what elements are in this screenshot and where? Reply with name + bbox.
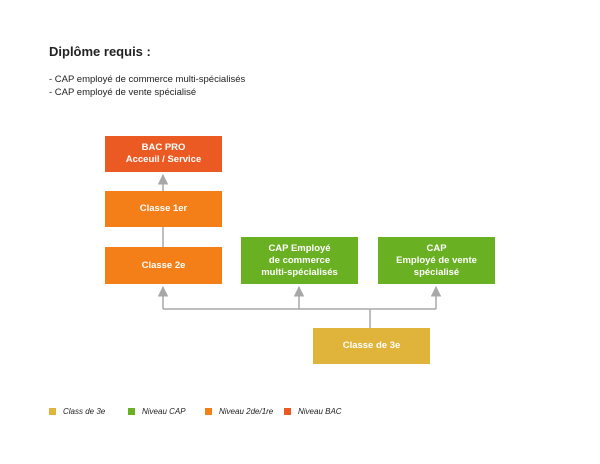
legend-swatch-bac <box>284 407 291 415</box>
legend-item-cap: Niveau CAP <box>128 406 186 416</box>
legend-label-3e: Class de 3e <box>63 406 106 416</box>
legend-item-2de-1re: Niveau 2de/1re <box>205 406 273 416</box>
page-title: Diplôme requis : <box>49 44 151 59</box>
node-cap-employe-vente: CAP Employé de vente spécialisé <box>378 237 495 284</box>
legend-label-2de-1re: Niveau 2de/1re <box>219 406 274 416</box>
requirement-item-cap-commerce: - CAP employé de commerce multi-spéciali… <box>49 74 246 85</box>
legend-swatch-cap <box>128 407 135 415</box>
legend-item-3e: Class de 3e <box>49 406 105 416</box>
requirement-item-cap-vente: - CAP employé de vente spécialisé <box>49 87 197 98</box>
legend-item-bac: Niveau BAC <box>284 406 342 416</box>
node-classe-2e: Classe 2e <box>105 247 222 284</box>
legend-swatch-3e <box>49 407 56 415</box>
node-cap-employe-commerce: CAP Employé de commerce multi-spécialisé… <box>241 237 358 284</box>
legend-label-cap: Niveau CAP <box>142 406 186 416</box>
legend-label-bac: Niveau BAC <box>298 406 342 416</box>
node-classe-3e: Classe de 3e <box>313 328 430 364</box>
legend-swatch-2de-1re <box>205 407 212 415</box>
node-classe-1er: Classe 1er <box>105 191 222 227</box>
node-bac-pro: BAC PRO Acceuil / Service <box>105 136 222 172</box>
